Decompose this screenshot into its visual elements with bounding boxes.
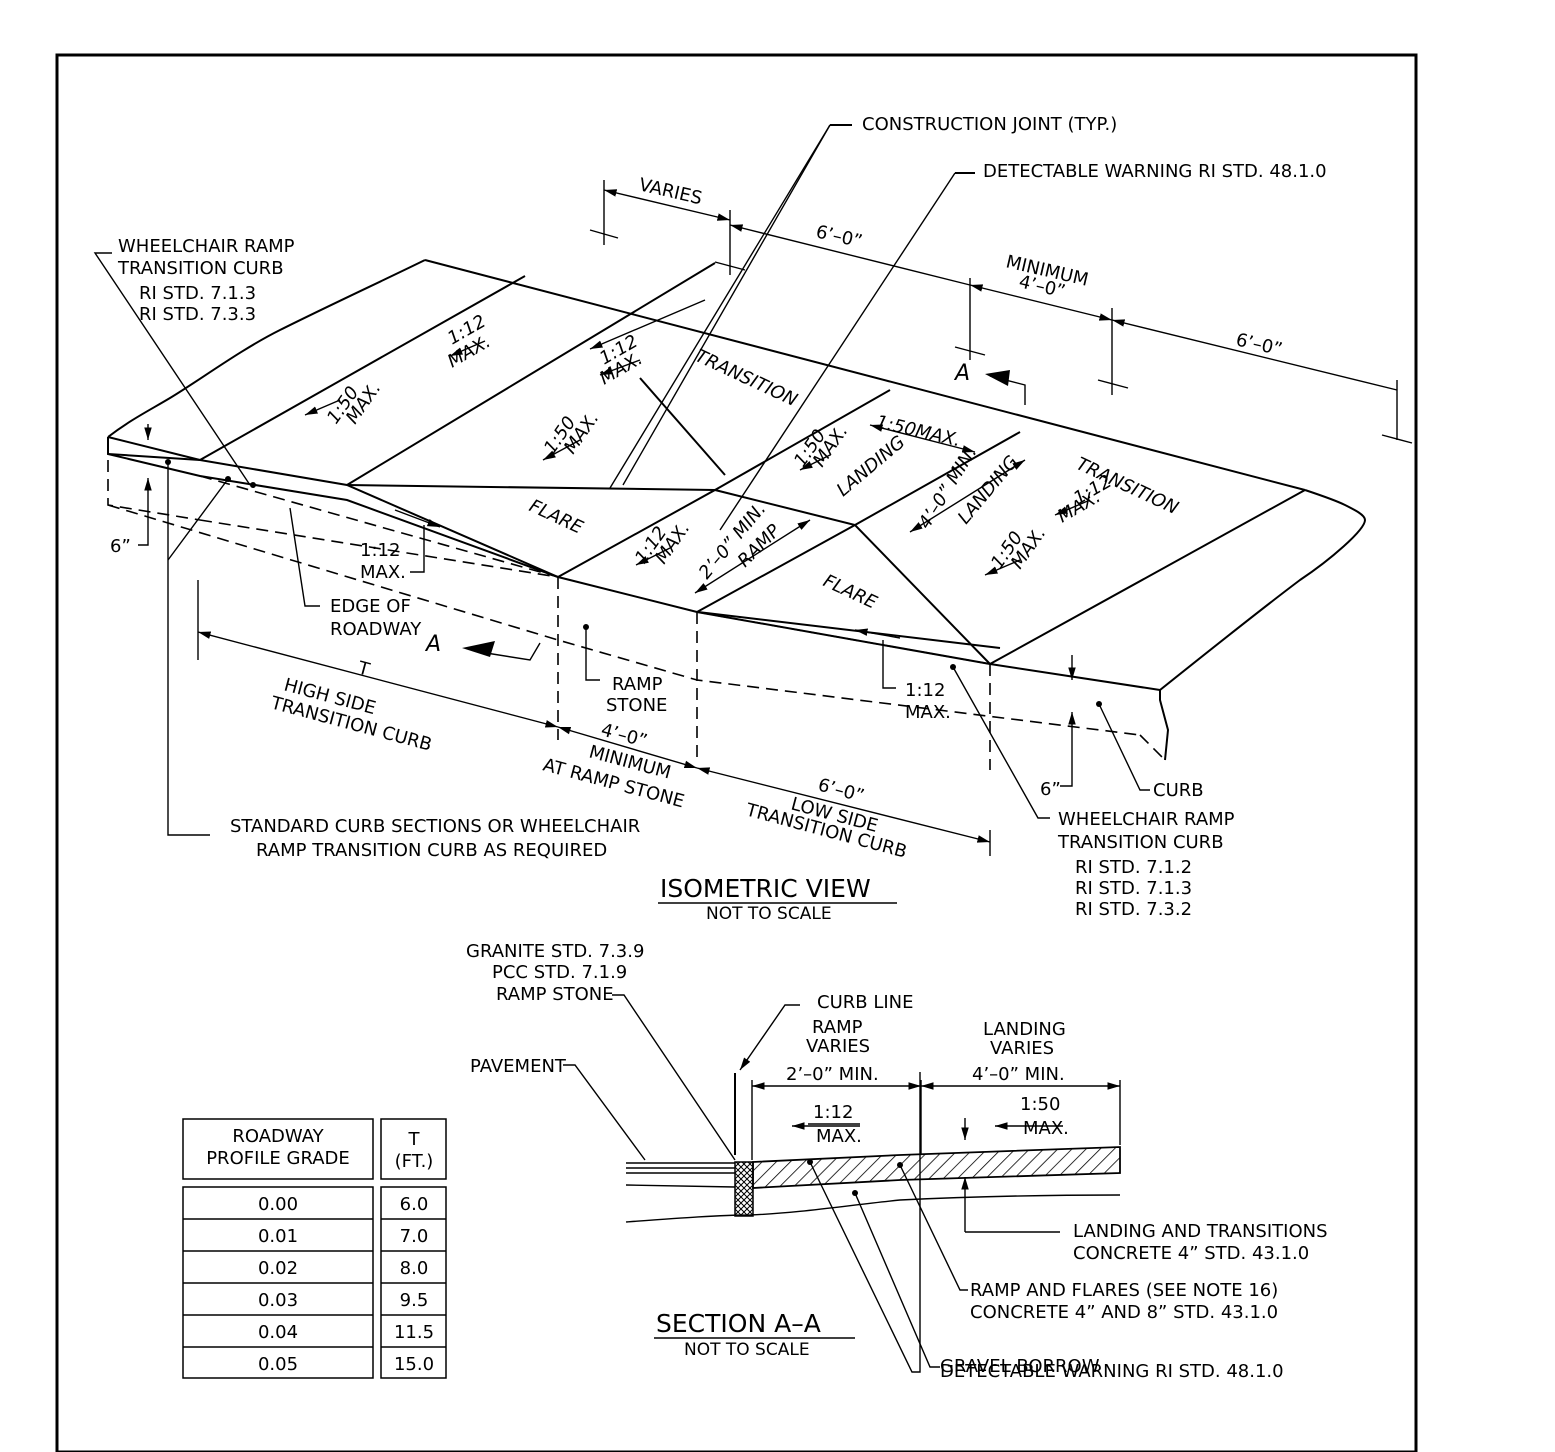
table-cell-t: 6.0 bbox=[400, 1194, 429, 1215]
table-cell-grade: 0.03 bbox=[258, 1290, 298, 1311]
table-header-grade-1: ROADWAY bbox=[232, 1126, 324, 1147]
wc-ramp-left-2: TRANSITION CURB bbox=[117, 258, 284, 279]
table-cell-t: 9.5 bbox=[400, 1290, 429, 1311]
max-right: MAX. bbox=[905, 702, 951, 723]
wc-ramp-right-3: RI STD. 7.1.2 bbox=[1075, 857, 1192, 878]
pcc-label: PCC STD. 7.1.9 bbox=[492, 962, 627, 983]
six-in-right: 6” bbox=[1040, 779, 1061, 800]
slope-112-right: 1:12 bbox=[905, 680, 945, 701]
ramp-stone-1: RAMP bbox=[612, 674, 663, 695]
wc-ramp-left-4: RI STD. 7.3.3 bbox=[139, 304, 256, 325]
table-header-grade-2: PROFILE GRADE bbox=[206, 1148, 350, 1169]
std-curb-2: RAMP TRANSITION CURB AS REQUIRED bbox=[256, 840, 607, 861]
sec-150: 1:50 bbox=[1020, 1094, 1060, 1115]
landing-trans-1: LANDING AND TRANSITIONS bbox=[1073, 1221, 1328, 1242]
sec-112: 1:12 bbox=[813, 1102, 853, 1123]
ramp-flares-1: RAMP AND FLARES (SEE NOTE 16) bbox=[970, 1280, 1278, 1301]
table-cell-grade: 0.00 bbox=[258, 1194, 298, 1215]
flare-right: FLARE bbox=[820, 570, 881, 613]
detectable-warning-top-label: DETECTABLE WARNING RI STD. 48.1.0 bbox=[983, 161, 1327, 182]
sec-sub: NOT TO SCALE bbox=[684, 1340, 810, 1360]
section-view bbox=[563, 994, 1121, 1373]
sec-max-1: MAX. bbox=[816, 1126, 862, 1147]
isometric-view bbox=[93, 124, 1413, 856]
ramp-flares-2: CONCRETE 4” AND 8” STD. 43.1.0 bbox=[970, 1302, 1278, 1323]
landing-varies-1: LANDING bbox=[983, 1019, 1066, 1040]
four-min-sec: 4’–0” MIN. bbox=[972, 1064, 1065, 1085]
landing-varies-2: VARIES bbox=[990, 1038, 1054, 1059]
ramp-stone-2: STONE bbox=[606, 695, 667, 716]
wc-ramp-right-2: TRANSITION CURB bbox=[1057, 832, 1224, 853]
varies-label: VARIES bbox=[637, 174, 704, 209]
wc-ramp-right-4: RI STD. 7.1.3 bbox=[1075, 878, 1192, 899]
wc-ramp-left-1: WHEELCHAIR RAMP bbox=[118, 236, 295, 257]
transition-top: TRANSITION bbox=[692, 345, 801, 411]
two-min-sec: 2’–0” MIN. bbox=[786, 1064, 879, 1085]
roadway-label: ROADWAY bbox=[330, 619, 422, 640]
table-header-t-1: T bbox=[408, 1129, 421, 1150]
table-header-t-2: (FT.) bbox=[395, 1151, 434, 1172]
granite-label: GRANITE STD. 7.3.9 bbox=[466, 941, 644, 962]
iso-sub: NOT TO SCALE bbox=[706, 904, 832, 924]
std-curb-1: STANDARD CURB SECTIONS OR WHEELCHAIR bbox=[230, 816, 640, 837]
edge-of-label: EDGE OF bbox=[330, 596, 411, 617]
construction-joint-label: CONSTRUCTION JOINT (TYP.) bbox=[862, 114, 1117, 135]
ramp-stone-sec-label: RAMP STONE bbox=[496, 984, 614, 1005]
grade-table bbox=[182, 1118, 447, 1379]
table-cell-t: 7.0 bbox=[400, 1226, 429, 1247]
sheet-border bbox=[55, 53, 1418, 1452]
section-a-bottom: A bbox=[424, 632, 441, 657]
wc-ramp-right-1: WHEELCHAIR RAMP bbox=[1058, 809, 1235, 830]
table-cell-t: 8.0 bbox=[400, 1258, 429, 1279]
table-cell-grade: 0.04 bbox=[258, 1322, 298, 1343]
landing-trans-2: CONCRETE 4” STD. 43.1.0 bbox=[1073, 1243, 1309, 1264]
wc-ramp-left-3: RI STD. 7.1.3 bbox=[139, 283, 256, 304]
table-cell-t: 11.5 bbox=[394, 1322, 434, 1343]
sec-max-2: MAX. bbox=[1023, 1118, 1069, 1139]
slope-112-left: 1:12 bbox=[360, 540, 400, 561]
iso-title: ISOMETRIC VIEW bbox=[660, 874, 871, 903]
gravel-label: GRAVEL BORROW bbox=[940, 1356, 1100, 1377]
section-a-top: A bbox=[953, 361, 970, 386]
curb-line-label: CURB LINE bbox=[817, 992, 914, 1013]
ramp-varies-2: VARIES bbox=[806, 1036, 870, 1057]
table-cell-grade: 0.02 bbox=[258, 1258, 298, 1279]
det-warn-bottom: DETECTABLE WARNING RI STD. 48.1.0 bbox=[940, 1361, 1284, 1382]
wc-ramp-right-5: RI STD. 7.3.2 bbox=[1075, 899, 1192, 920]
ramp-varies-1: RAMP bbox=[812, 1017, 863, 1038]
table-cell-grade: 0.05 bbox=[258, 1354, 298, 1375]
table-cell-grade: 0.01 bbox=[258, 1226, 298, 1247]
six-in-left: 6” bbox=[110, 536, 131, 557]
table-cell-t: 15.0 bbox=[394, 1354, 434, 1375]
pavement-label: PAVEMENT bbox=[470, 1056, 567, 1077]
curb-label: CURB bbox=[1153, 780, 1204, 801]
sec-title: SECTION A–A bbox=[656, 1309, 821, 1338]
flare-left: FLARE bbox=[526, 495, 587, 538]
max-left: MAX. bbox=[360, 562, 406, 583]
